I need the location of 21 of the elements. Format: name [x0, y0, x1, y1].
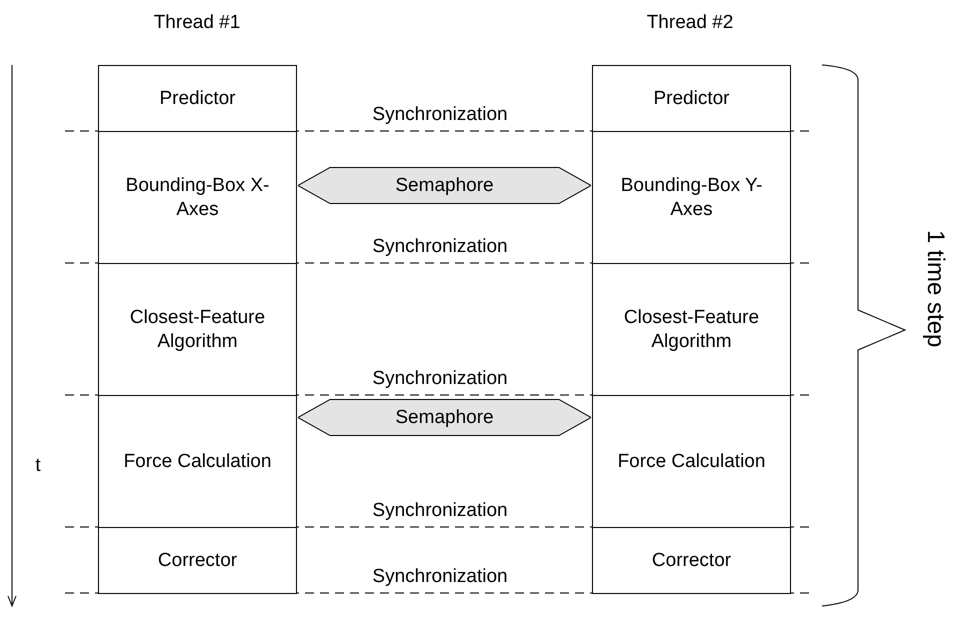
process-box: Bounding-Box Y-Axes	[592, 131, 791, 264]
process-box: Force Calculation	[592, 395, 791, 528]
sync-label: Synchronization	[372, 104, 508, 126]
sync-label: Synchronization	[372, 368, 508, 390]
time-step-label: 1 time step	[921, 230, 949, 348]
process-box: Predictor	[592, 65, 791, 132]
process-box: Corrector	[592, 527, 791, 594]
process-box: Closest-Feature Algorithm	[98, 263, 297, 396]
process-box: Bounding-Box X-Axes	[98, 131, 297, 264]
column-heading: Thread #1	[154, 12, 240, 34]
process-box: Closest-Feature Algorithm	[592, 263, 791, 396]
time-axis-label: t	[35, 455, 41, 477]
sync-label: Synchronization	[372, 236, 508, 258]
column-heading: Thread #2	[646, 12, 734, 34]
process-box: Corrector	[98, 527, 297, 594]
semaphore-hexagon: Semaphore	[298, 167, 591, 204]
process-box: Predictor	[98, 65, 297, 132]
sync-label: Synchronization	[372, 566, 508, 588]
semaphore-hexagon: Semaphore	[298, 399, 591, 436]
process-box: Force Calculation	[98, 395, 297, 528]
sync-label: Synchronization	[372, 500, 508, 522]
